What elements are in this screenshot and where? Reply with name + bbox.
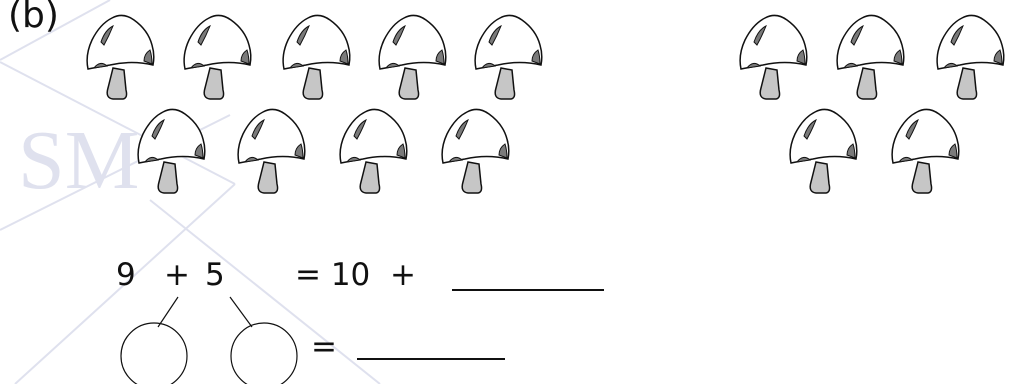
answer-blank-2[interactable]: [357, 358, 505, 360]
equals-sign: =: [311, 332, 337, 363]
split-circle-right[interactable]: [231, 323, 297, 384]
split-circle-left[interactable]: [121, 323, 187, 384]
